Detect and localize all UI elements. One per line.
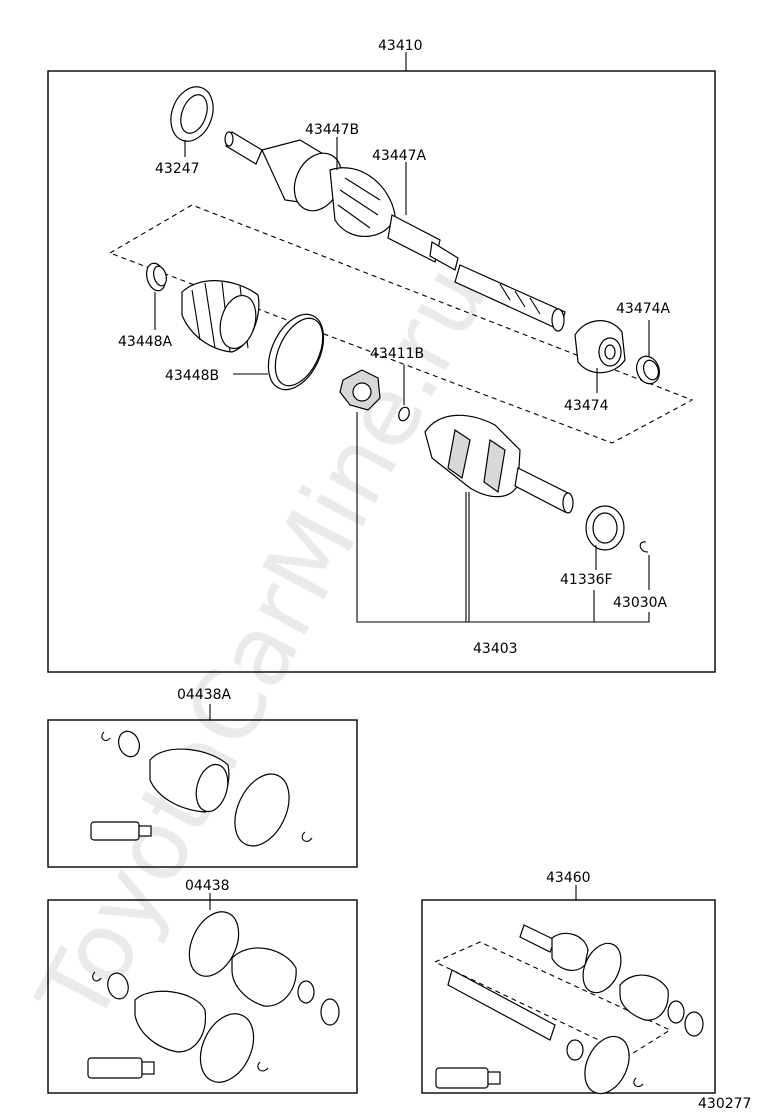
kit-04438A-box bbox=[47, 719, 358, 868]
diagram-id: 430277 bbox=[698, 1096, 751, 1112]
part-43474-bearing[interactable] bbox=[574, 320, 626, 374]
label-43448A: 43448A bbox=[118, 334, 173, 350]
part-41336F-seal[interactable] bbox=[585, 505, 625, 551]
label-43447B: 43447B bbox=[305, 122, 359, 138]
part-tripod-joint[interactable] bbox=[339, 369, 381, 411]
label-41336F: 41336F bbox=[560, 572, 613, 588]
label-43410: 43410 bbox=[378, 38, 423, 54]
part-inner-joint-housing[interactable] bbox=[424, 414, 574, 514]
label-43474: 43474 bbox=[564, 398, 609, 414]
label-43030A: 43030A bbox=[613, 595, 668, 611]
label-43474A: 43474A bbox=[616, 301, 671, 317]
label-04438: 04438 bbox=[185, 878, 230, 894]
part-outer-shaft-assembly[interactable] bbox=[224, 131, 566, 332]
part-43474A-clamp[interactable] bbox=[633, 353, 663, 387]
watermark: ToyotaCarMine.ru bbox=[16, 248, 509, 1042]
part-43448B-band[interactable] bbox=[257, 306, 334, 399]
assembly-43460-parts bbox=[433, 924, 704, 1095]
label-04438A: 04438A bbox=[177, 687, 232, 703]
part-43448A-clamp[interactable] bbox=[144, 261, 169, 293]
main-assembly-box bbox=[47, 70, 716, 673]
label-43447A: 43447A bbox=[372, 148, 427, 164]
label-43460: 43460 bbox=[546, 870, 591, 886]
label-43411B: 43411B bbox=[370, 346, 424, 362]
label-43448B: 43448B bbox=[165, 368, 219, 384]
label-43247: 43247 bbox=[155, 161, 200, 177]
assembly-43460-box bbox=[421, 899, 716, 1094]
leader-43403-bracket bbox=[356, 412, 650, 623]
kit-04438A-parts bbox=[90, 730, 313, 847]
label-43403: 43403 bbox=[473, 641, 518, 657]
part-boot[interactable] bbox=[181, 280, 261, 353]
part-43247-ring[interactable] bbox=[164, 81, 221, 147]
part-43030A-snap-ring[interactable] bbox=[639, 541, 649, 553]
kit-04438-box bbox=[47, 899, 358, 1094]
part-43411B-snap-ring[interactable] bbox=[397, 406, 411, 423]
kit-04438-parts bbox=[87, 911, 340, 1083]
subassembly-dashed-outline bbox=[108, 204, 694, 444]
